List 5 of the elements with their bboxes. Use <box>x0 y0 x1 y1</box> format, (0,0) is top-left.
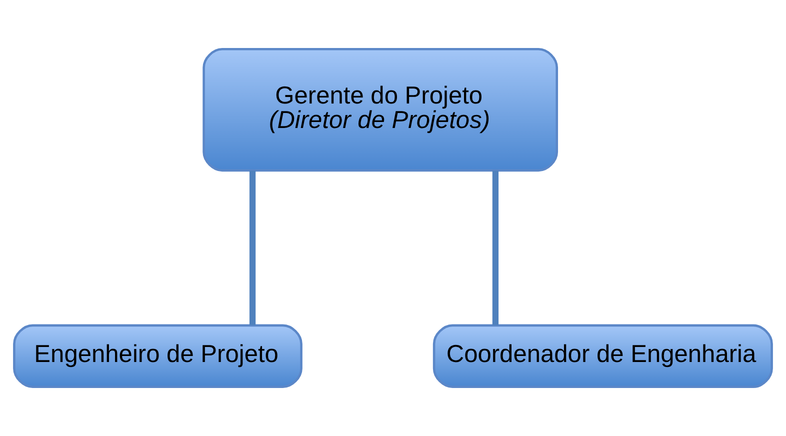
node-box: Gerente do Projeto (Diretor de Projetos) <box>202 48 558 172</box>
node-box: Coordenador de Engenharia <box>432 324 773 388</box>
connector <box>249 170 256 326</box>
node-box: Engenheiro de Projeto <box>13 324 302 388</box>
connector <box>492 170 499 326</box>
